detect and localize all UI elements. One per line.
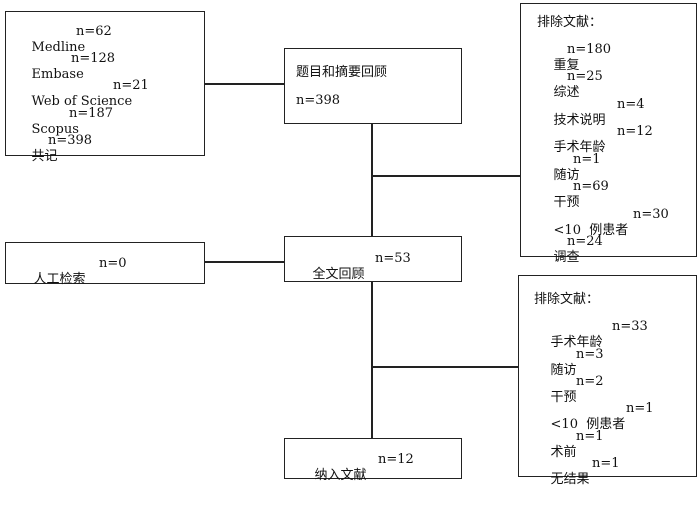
source-label: Embase	[31, 67, 84, 82]
exclusion-item: 重复 n=180	[553, 42, 612, 73]
source-count: n=128	[71, 51, 116, 66]
source-count: n=62	[76, 24, 112, 39]
source-label: Medline	[31, 40, 86, 55]
exclusions-box-2: 排除文献： 手术年龄 n=33 随访 n=3 干预 n=2 <10 例患者 n=…	[518, 275, 697, 487]
fulltext-count: n=53	[375, 251, 411, 266]
exclusion-item: 无结果 n=1	[550, 456, 620, 487]
source-label: Web of Science	[31, 94, 133, 109]
source-count: n=187	[69, 106, 114, 121]
source-medline: Medline n=62	[15, 24, 112, 88]
connector-to-exclusions-1	[371, 175, 521, 177]
exclusions-title: 排除文献：	[537, 15, 603, 30]
screening-count: n=398	[296, 93, 341, 108]
exclusions-box-1: 排除文献： 重复 n=180 综述 n=25 技术说明 n=4 手术年龄 n=1…	[520, 3, 697, 265]
manual-search-box: 人工检索 n=0	[5, 242, 205, 287]
source-count: n=21	[113, 78, 149, 93]
screening-label: 题目和摘要回顾	[296, 65, 388, 80]
connector-sources-to-screening	[205, 83, 284, 85]
exclusion-item: 手术年龄 n=33	[550, 319, 648, 350]
exclusion-item: 术前 n=1	[550, 429, 604, 460]
fulltext-item: 全文回顾 n=53	[296, 251, 411, 315]
manual-search-item: 人工检索 n=0	[17, 256, 127, 320]
source-label: 共记	[31, 149, 58, 164]
source-web-of-science: Web of Science n=21	[15, 78, 149, 142]
exclusions-title: 排除文献：	[534, 292, 600, 307]
manual-search-label: 人工检索	[33, 272, 86, 287]
exclusion-item: 技术说明 n=4	[553, 97, 645, 128]
connector-manual-to-fulltext	[205, 261, 284, 263]
exclusion-item: 随访 n=3	[550, 347, 604, 378]
screening-box: 题目和摘要回顾 n=398	[284, 48, 462, 124]
included-box: 纳入文献 n=12	[284, 438, 462, 483]
included-item: 纳入文献 n=12	[298, 452, 414, 516]
connector-fulltext-to-included	[371, 282, 373, 438]
exclusion-item: 综述 n=25	[553, 69, 603, 100]
exclusion-item: 随访 n=1	[553, 152, 601, 183]
connector-screening-to-fulltext	[371, 124, 373, 236]
exclusion-item: 干预 n=2	[550, 374, 604, 405]
included-count: n=12	[378, 452, 414, 467]
included-label: 纳入文献	[314, 468, 367, 483]
connector-to-exclusions-2	[371, 366, 519, 368]
source-count: n=398	[48, 133, 93, 148]
exclusion-item: 调查 n=24	[553, 234, 603, 265]
source-scopus: Scopus n=187	[15, 106, 114, 170]
fulltext-box: 全文回顾 n=53	[284, 236, 462, 282]
source-label: Scopus	[31, 122, 79, 137]
manual-search-count: n=0	[99, 256, 127, 271]
sources-box: Medline n=62 Embase n=128 Web of Science…	[5, 11, 205, 164]
exclusion-item: 干预 n=69	[553, 179, 609, 210]
exclusion-item: <10 例患者 n=1	[550, 401, 654, 432]
source-embase: Embase n=128	[15, 51, 116, 115]
exclusion-item: 手术年龄 n=12	[553, 124, 653, 155]
fulltext-label: 全文回顾	[312, 267, 365, 282]
exclusion-item: <10 例患者 n=30	[553, 207, 669, 238]
source-total: 共记 n=398	[15, 133, 93, 197]
